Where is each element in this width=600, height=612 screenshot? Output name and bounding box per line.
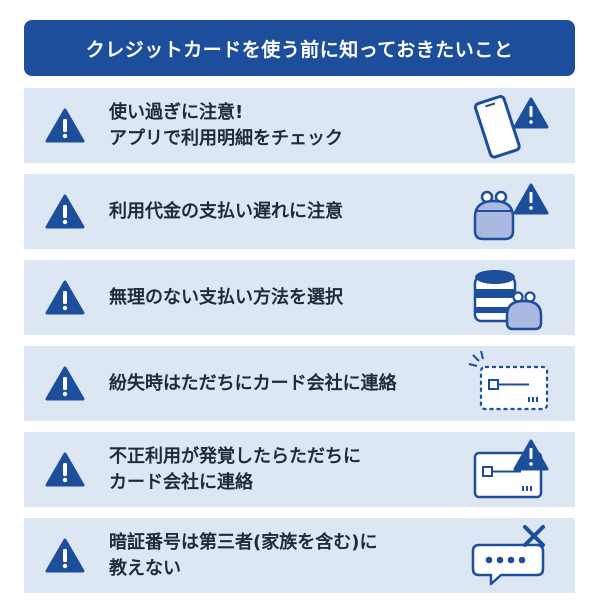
card-warning-icon — [473, 439, 549, 499]
list-item: 暗証番号は第三者(家族を含む)に 教えない — [24, 518, 575, 593]
wallet-warning-icon — [473, 183, 549, 241]
item-line1: 使い過ぎに注意! — [109, 101, 244, 123]
item-line1: 暗証番号は第三者(家族を含む)に — [109, 531, 378, 553]
item-line1: 紛失時はただちにカード会社に連絡 — [109, 372, 397, 394]
item-line1: 無理のない支払い方法を選択 — [109, 286, 343, 308]
warning-icon — [45, 108, 85, 143]
list-item: 無理のない支払い方法を選択 — [24, 260, 575, 335]
lost-card-icon — [468, 350, 549, 411]
item-line1: 利用代金の支払い遅れに注意 — [109, 200, 343, 222]
list-item: 利用代金の支払い遅れに注意 — [24, 174, 575, 249]
warning-icon — [45, 366, 85, 401]
warning-icon — [45, 194, 85, 229]
item-line2: カード会社に連絡 — [109, 471, 253, 493]
warning-icon — [45, 538, 85, 573]
smartphone-warning-icon — [473, 95, 549, 159]
item-line2: アプリで利用明細をチェック — [109, 127, 343, 149]
warning-icon — [45, 280, 85, 315]
coins-wallet-icon — [473, 270, 543, 331]
item-line2: 教えない — [109, 557, 181, 579]
warning-icon — [45, 452, 85, 487]
item-line1: 不正利用が発覚したらただちに — [109, 445, 361, 467]
list-item: 紛失時はただちにカード会社に連絡 — [24, 346, 575, 421]
list-item: 不正利用が発覚したらただちに カード会社に連絡 — [24, 432, 575, 507]
list-item: 使い過ぎに注意! アプリで利用明細をチェック — [24, 88, 575, 163]
pin-secret-icon — [471, 525, 545, 586]
page-title: クレジットカードを使う前に知っておきたいこと — [24, 20, 575, 76]
